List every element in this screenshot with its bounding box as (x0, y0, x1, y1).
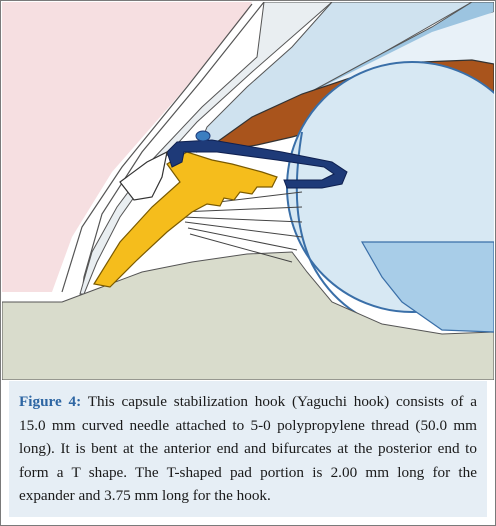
figure-label: Figure 4: (19, 393, 82, 410)
vitreous (2, 251, 494, 380)
sclera-region (2, 2, 252, 292)
ciliary-body (93, 151, 278, 288)
zonular-blue-wedge (360, 241, 494, 333)
outer-wall-line (61, 3, 253, 293)
hook-eyelet (195, 130, 211, 142)
eye-illustration (2, 2, 494, 380)
caption-box: Figure 4: This capsule stabilization hoo… (9, 381, 487, 517)
incision-outline (119, 150, 168, 201)
figure-caption: Figure 4: This capsule stabilization hoo… (19, 390, 477, 508)
capsule-hook (166, 139, 348, 189)
capsule-hook-diagram (2, 2, 494, 380)
figure-caption-text: This capsule stabilization hook (Yaguchi… (19, 393, 477, 505)
zonular-fibers (176, 191, 303, 263)
